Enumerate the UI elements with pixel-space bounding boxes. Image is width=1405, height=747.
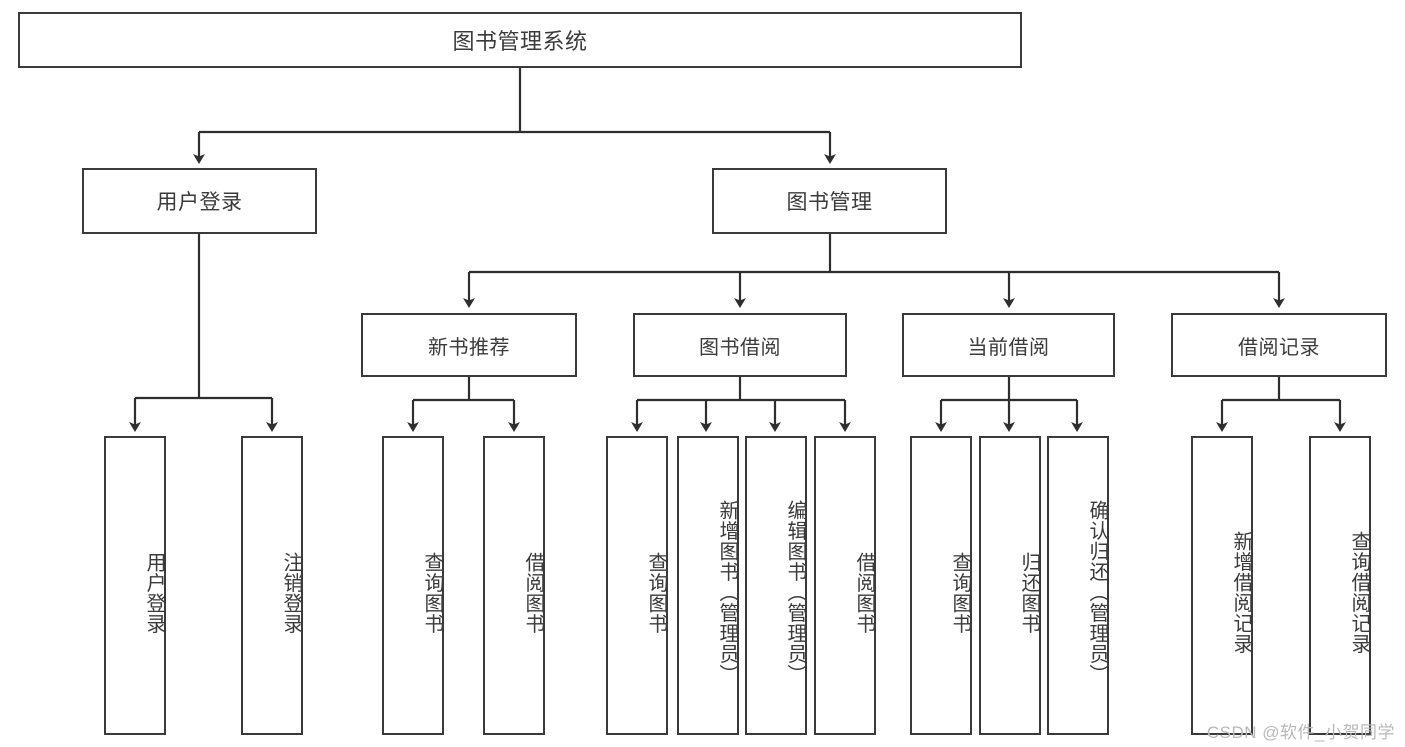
leaf-current-return-book[interactable]: 归还图书 (979, 436, 1041, 735)
node-label: 查询图书 (421, 551, 443, 634)
node-book-borrow[interactable]: 图书借阅 (633, 313, 847, 377)
node-book-management[interactable]: 图书管理 (712, 168, 947, 234)
node-root-system[interactable]: 图书管理系统 (18, 12, 1022, 68)
node-new-book-recommend[interactable]: 新书推荐 (361, 313, 577, 377)
node-label: 图书管理 (786, 191, 873, 214)
leaf-user-login-signin[interactable]: 用户登录 (104, 436, 166, 735)
node-label: 借阅记录 (1238, 336, 1320, 359)
node-label: 查询图书 (645, 551, 667, 634)
node-label: 图书借阅 (699, 336, 781, 359)
node-label: 借阅图书 (522, 551, 544, 634)
node-label: 新增借阅记录 (1230, 531, 1252, 654)
node-label: 新书推荐 (428, 336, 510, 359)
node-label: 用户登录 (156, 191, 243, 214)
node-current-borrow[interactable]: 当前借阅 (902, 313, 1115, 377)
node-label: 查询借阅记录 (1348, 531, 1370, 654)
node-label: 编辑图书（管理员） (784, 500, 806, 685)
leaf-borrow-add-book-admin[interactable]: 新增图书（管理员） (677, 436, 739, 735)
leaf-borrow-query-book[interactable]: 查询图书 (606, 436, 668, 735)
leaf-recommend-query-book[interactable]: 查询图书 (382, 436, 444, 735)
leaf-current-confirm-return-admin[interactable]: 确认归还（管理员） (1047, 436, 1109, 735)
node-label: 归还图书 (1018, 551, 1040, 634)
node-label: 借阅图书 (853, 551, 875, 634)
node-label: 注销登录 (280, 551, 302, 634)
node-borrow-record[interactable]: 借阅记录 (1171, 313, 1387, 377)
leaf-borrow-edit-book-admin[interactable]: 编辑图书（管理员） (745, 436, 807, 735)
leaf-record-add-record[interactable]: 新增借阅记录 (1191, 436, 1253, 735)
node-label: 查询图书 (949, 551, 971, 634)
node-label: 图书管理系统 (452, 29, 588, 54)
node-label: 新增图书（管理员） (716, 500, 738, 685)
leaf-current-query-book[interactable]: 查询图书 (910, 436, 972, 735)
watermark-text: CSDN @软件_小贺同学 (1206, 723, 1395, 742)
node-label: 确认归还（管理员） (1086, 500, 1108, 685)
node-label: 当前借阅 (967, 336, 1050, 359)
leaf-user-login-signout[interactable]: 注销登录 (241, 436, 303, 735)
node-label: 用户登录 (143, 551, 165, 634)
leaf-borrow-borrow-book[interactable]: 借阅图书 (814, 436, 876, 735)
node-user-login[interactable]: 用户登录 (82, 168, 317, 234)
leaf-record-query-record[interactable]: 查询借阅记录 (1309, 436, 1371, 735)
leaf-recommend-borrow-book[interactable]: 借阅图书 (483, 436, 545, 735)
